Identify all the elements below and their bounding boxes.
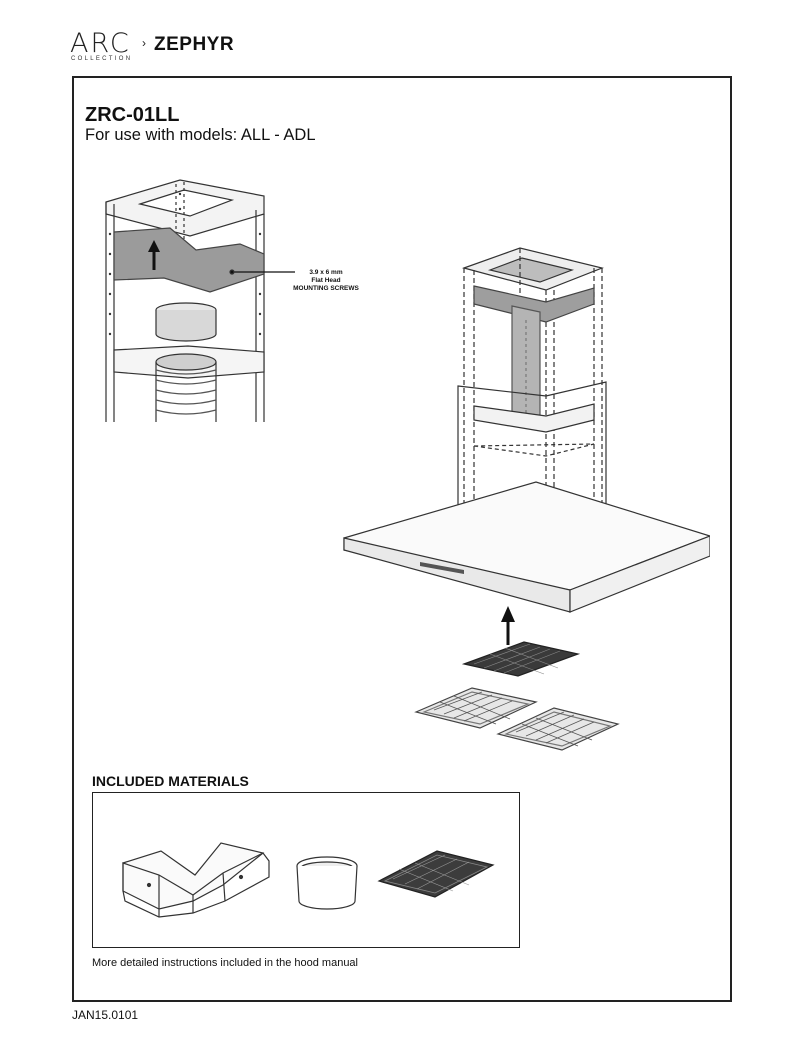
materials-box (92, 792, 520, 948)
collection-logo-subtext: COLLECTION (71, 56, 133, 62)
materials-heading: INCLUDED MATERIALS (92, 773, 249, 789)
included-parts-illustration (122, 842, 495, 918)
page-frame (72, 76, 732, 1002)
page-subtitle: For use with models: ALL - ADL (85, 126, 316, 144)
callout-size: 3.9 x 6 mm (309, 269, 343, 276)
manual-note: More detailed instructions included in t… (92, 957, 358, 969)
document-number: JAN15.0101 (72, 1008, 139, 1022)
screw-callout: 3.9 x 6 mm Flat Head MOUNTING SCREWS (283, 269, 369, 293)
charcoal-filter-part (377, 850, 495, 898)
bracket-part (122, 842, 265, 910)
bracket-detail-illustration (105, 179, 295, 422)
logo-separator: › (142, 36, 146, 50)
hood-assembly-illustration (343, 247, 710, 751)
page-title: ZRC-01LL (85, 104, 180, 126)
callout-label: MOUNTING SCREWS (293, 285, 359, 292)
arc-logo-text: ARC (70, 28, 131, 59)
zephyr-logo-text: ZEPHYR (154, 34, 235, 55)
brand-logo: ARC COLLECTION › ZEPHYR (70, 28, 240, 64)
callout-type: Flat Head (311, 277, 341, 284)
